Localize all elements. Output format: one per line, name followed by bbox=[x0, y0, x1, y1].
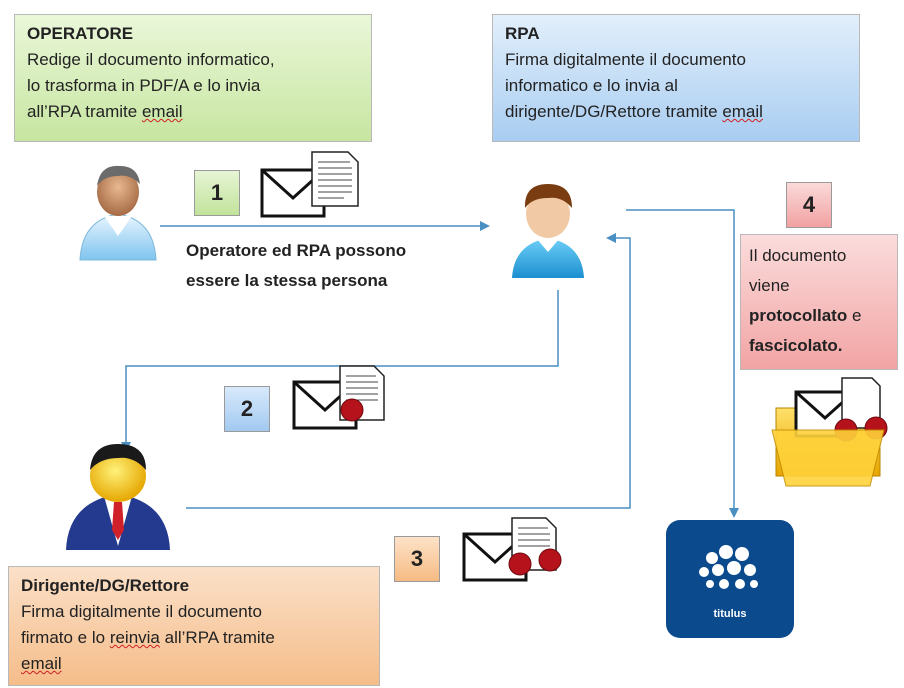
dirigente-box: Dirigente/DG/Rettore Firma digitalmente … bbox=[8, 566, 380, 686]
step4-line-4: fascicolato. bbox=[749, 331, 889, 361]
dirigente-line-2c: all’RPA tramite bbox=[159, 628, 275, 647]
rpa-line-1: Firma digitalmente il documento bbox=[505, 50, 746, 69]
dirigente-person-icon bbox=[66, 444, 170, 550]
rpa-line-3: dirigente/DG/Rettore tramite email bbox=[505, 99, 849, 125]
note-line-1: Operatore ed RPA possono bbox=[186, 241, 407, 260]
dirigente-email-word: email bbox=[21, 654, 62, 673]
double-signed-envelope-icon bbox=[462, 517, 562, 582]
dirigente-line-2a: firmato e lo bbox=[21, 628, 110, 647]
step-3-badge: 3 bbox=[394, 536, 440, 582]
titulus-mark-icon bbox=[699, 545, 758, 589]
arrow-rpa-to-titulus bbox=[626, 209, 739, 518]
step-2-badge: 2 bbox=[224, 386, 270, 432]
titulus-logo: titulus bbox=[666, 520, 794, 638]
step4-fascicolato: fascicolato. bbox=[749, 336, 843, 355]
arrow-dirigente-to-rpa bbox=[186, 233, 631, 509]
rpa-person-icon bbox=[512, 184, 584, 278]
dirigente-reinvia-word: reinvia bbox=[109, 628, 160, 647]
folder-icon bbox=[771, 377, 888, 487]
operatore-line-3-text: all’RPA tramite bbox=[27, 102, 142, 121]
document-envelope-icon bbox=[260, 151, 359, 218]
operatore-line-1: Redige il documento informatico, bbox=[27, 50, 275, 69]
step4-line-2: viene bbox=[749, 276, 790, 295]
rpa-line-2: informatico e lo invia al bbox=[505, 76, 678, 95]
step4-line-3: protocollato e bbox=[749, 301, 889, 331]
step-4-badge: 4 bbox=[786, 182, 832, 228]
rpa-email-word: email bbox=[722, 102, 763, 121]
step4-line-1: Il documento bbox=[749, 246, 847, 265]
same-person-note: Operatore ed RPA possono essere la stess… bbox=[186, 236, 406, 296]
rpa-line-3-text: dirigente/DG/Rettore tramite bbox=[505, 102, 723, 121]
rpa-title: RPA bbox=[505, 24, 540, 43]
step4-line-3-e: e bbox=[847, 306, 862, 325]
titulus-label: titulus bbox=[713, 608, 747, 620]
step4-protocollato: protocollato bbox=[749, 306, 848, 325]
operatore-email-word: email bbox=[141, 102, 183, 121]
step-1-badge: 1 bbox=[194, 170, 240, 216]
operatore-title: OPERATORE bbox=[27, 24, 134, 43]
rpa-box: RPA Firma digitalmente il documento info… bbox=[492, 14, 860, 142]
note-line-2: essere la stessa persona bbox=[186, 271, 388, 290]
dirigente-line-1: Firma digitalmente il documento bbox=[21, 602, 262, 621]
operatore-line-2: lo trasforma in PDF/A e lo invia bbox=[27, 76, 261, 95]
operatore-person-icon bbox=[79, 165, 157, 261]
operatore-box: OPERATORE Redige il documento informatic… bbox=[14, 14, 372, 142]
dirigente-title: Dirigente/DG/Rettore bbox=[21, 576, 190, 595]
step4-box: Il documento viene protocollato e fascic… bbox=[740, 234, 898, 370]
signed-envelope-icon bbox=[292, 365, 385, 430]
operatore-line-3: all’RPA tramite email bbox=[27, 99, 361, 125]
dirigente-line-2: firmato e lo reinvia all’RPA tramite bbox=[21, 625, 369, 651]
